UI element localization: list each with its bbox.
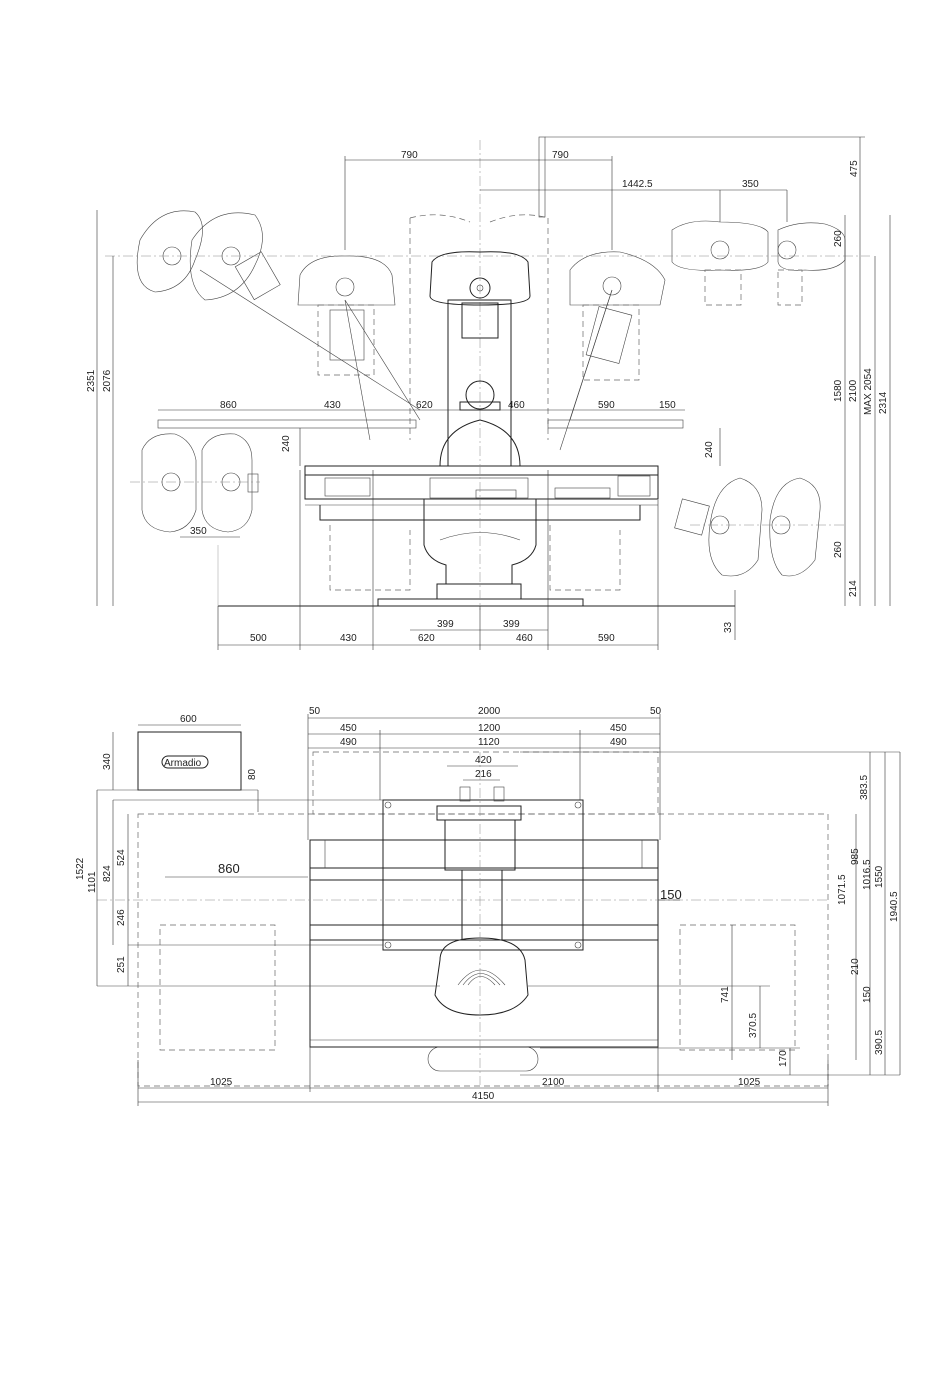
dim-2314: 2314 xyxy=(878,391,889,414)
dim-150-plan: 150 xyxy=(660,887,682,902)
dim-1101: 1101 xyxy=(87,871,98,893)
dim-1025-left: 1025 xyxy=(210,1077,233,1088)
dim-216: 216 xyxy=(475,769,492,780)
dim-2100-plan: 2100 xyxy=(542,1077,565,1088)
side-view: 790 790 1442.5 350 475 2351 2076 260 158… xyxy=(86,136,891,650)
dim-1522: 1522 xyxy=(75,857,86,880)
dim-214: 214 xyxy=(848,580,859,597)
dim-350-top: 350 xyxy=(742,179,759,190)
dim-260-top: 260 xyxy=(833,230,844,247)
dim-985: 985 xyxy=(850,848,861,865)
dim-240-right: 240 xyxy=(704,441,715,458)
dim-460-arm: 460 xyxy=(508,400,525,411)
dim-240-left: 240 xyxy=(281,435,292,452)
dim-790-left: 790 xyxy=(401,150,418,161)
dim-1580: 1580 xyxy=(833,379,844,402)
dim-450-right: 450 xyxy=(610,723,627,734)
dim-524: 524 xyxy=(116,849,127,866)
dim-80: 80 xyxy=(247,768,258,780)
dim-2000: 2000 xyxy=(478,706,501,717)
dim-50-right: 50 xyxy=(650,706,662,717)
dim-1120: 1120 xyxy=(478,737,500,748)
dim-824: 824 xyxy=(102,865,113,882)
dim-210: 210 xyxy=(850,958,861,975)
dim-490-left: 490 xyxy=(340,737,357,748)
dim-260-bottom: 260 xyxy=(833,541,844,558)
dim-340-cabinet: 340 xyxy=(102,753,113,770)
dim-251: 251 xyxy=(116,956,127,973)
dim-246: 246 xyxy=(116,909,127,926)
dim-33: 33 xyxy=(723,621,734,633)
dim-2351: 2351 xyxy=(86,369,97,392)
cabinet-label: Armadio xyxy=(164,758,202,769)
dim-741: 741 xyxy=(720,986,731,1003)
dim-600-cabinet: 600 xyxy=(180,714,197,725)
dim-1550: 1550 xyxy=(874,865,885,888)
dim-399-right: 399 xyxy=(503,619,520,630)
dim-790-right: 790 xyxy=(552,150,569,161)
dim-2076: 2076 xyxy=(102,369,113,392)
plan-view: Armadio 600 340 80 xyxy=(75,706,901,1106)
dim-620-arm: 620 xyxy=(416,400,433,411)
dim-399-left: 399 xyxy=(437,619,454,630)
dim-350-lower: 350 xyxy=(190,526,207,537)
dim-860-plan: 860 xyxy=(218,861,240,876)
dim-150-arm: 150 xyxy=(659,400,676,411)
dim-383-5: 383.5 xyxy=(859,775,870,800)
dim-4150: 4150 xyxy=(472,1091,495,1102)
dim-430-arm: 430 xyxy=(324,400,341,411)
dim-1940-5: 1940.5 xyxy=(889,891,900,922)
dim-1016-5: 1016.5 xyxy=(862,859,873,890)
dim-490-right: 490 xyxy=(610,737,627,748)
dim-170: 170 xyxy=(778,1050,789,1067)
dim-620-bottom: 620 xyxy=(418,633,435,644)
dim-50-left: 50 xyxy=(309,706,321,717)
dim-475: 475 xyxy=(849,160,860,177)
dim-1071-5: 1071.5 xyxy=(837,874,848,905)
dim-150-right: 150 xyxy=(862,986,873,1003)
dim-2100: 2100 xyxy=(848,379,859,402)
dim-460-bottom: 460 xyxy=(516,633,533,644)
dim-590-bottom: 590 xyxy=(598,633,615,644)
dim-430-bottom: 430 xyxy=(340,633,357,644)
dim-860-side: 860 xyxy=(220,400,237,411)
dim-1442-5: 1442.5 xyxy=(622,179,653,190)
dim-390-5: 390.5 xyxy=(874,1030,885,1055)
dim-370-5: 370.5 xyxy=(748,1013,759,1038)
dim-500-bottom: 500 xyxy=(250,633,267,644)
dim-450-left: 450 xyxy=(340,723,357,734)
dim-1200: 1200 xyxy=(478,723,501,734)
dim-1025-right: 1025 xyxy=(738,1077,761,1088)
dim-420: 420 xyxy=(475,755,492,766)
dim-max-2054: MAX 2054 xyxy=(863,368,874,415)
dim-590-arm: 590 xyxy=(598,400,615,411)
